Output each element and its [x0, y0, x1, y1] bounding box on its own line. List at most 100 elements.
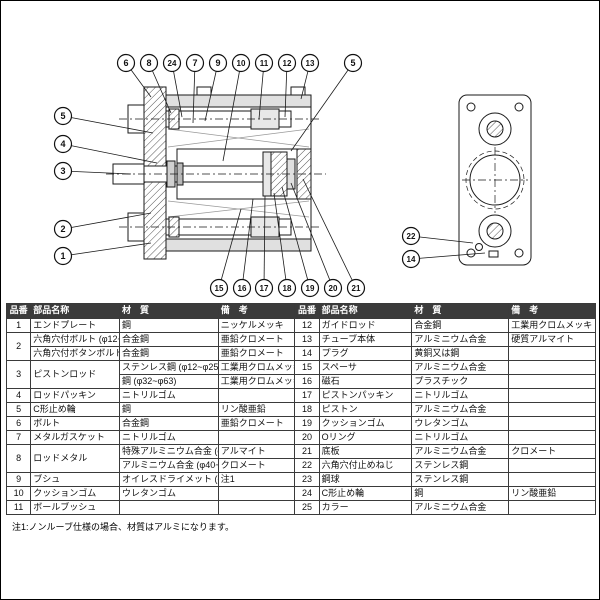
callout-balloon-24 — [162, 53, 182, 73]
callout-number: 1 — [60, 251, 65, 261]
parts-cell: 12 — [294, 318, 320, 333]
parts-cell: カラー — [318, 500, 413, 515]
parts-cell: ボルト — [30, 416, 120, 431]
parts-cell: アルマイト — [217, 444, 296, 459]
parts-cell: 亜鉛クロメート — [217, 332, 296, 347]
corner-hole — [514, 102, 524, 112]
parts-cell: ピストンロッド — [30, 360, 120, 389]
parts-cell: ロッドメタル — [30, 444, 120, 473]
parts-cell: ウレタンゴム — [118, 486, 219, 501]
guide-rod-hole-top — [478, 112, 512, 146]
corner-hole — [514, 248, 524, 258]
parts-cell: 鋼 — [411, 486, 510, 501]
parts-cell: 工業用クロムメッキ — [217, 374, 296, 389]
parts-cell: プラスチック — [411, 374, 510, 389]
parts-cell: 17 — [294, 388, 320, 403]
parts-cell — [508, 430, 596, 445]
callout-number: 10 — [237, 59, 246, 68]
callout-balloon-4 — [53, 134, 73, 154]
callout-balloon-5 — [53, 106, 73, 126]
callout-number: 13 — [306, 59, 315, 68]
callout-number: 5 — [60, 111, 65, 121]
parts-cell: ウレタンゴム — [411, 416, 510, 431]
parts-cell — [508, 360, 596, 375]
parts-cell: 18 — [294, 402, 320, 417]
parts-cell — [217, 388, 296, 403]
parts-cell: 15 — [294, 360, 320, 375]
parts-cell — [217, 430, 296, 445]
guide-rod-hole-bottom — [478, 214, 512, 248]
parts-cell: 4 — [5, 388, 32, 403]
callout-number: 6 — [123, 58, 128, 68]
parts-cell: チューブ本体 — [318, 332, 413, 347]
parts-cell: 鋼 — [118, 318, 219, 333]
parts-cell: 亜鉛クロメート — [217, 416, 296, 431]
parts-cell: 19 — [294, 416, 320, 431]
parts-cell: 黄銅又は鋼 — [411, 346, 510, 361]
plug-detail — [488, 250, 499, 258]
parts-cell: アルミニウム合金 (φ40~φ63) — [118, 458, 219, 473]
footnote: 注1:ノンルーブ仕様の場合、材質はアルミになります。 — [12, 522, 234, 532]
column-header: 材 質 — [118, 303, 219, 319]
tube-wall-top — [165, 94, 312, 108]
callout-number: 19 — [306, 284, 315, 293]
callout-number: 24 — [168, 59, 177, 68]
callout-number: 8 — [146, 58, 151, 68]
callout-number: 7 — [192, 58, 197, 68]
callout-number: 14 — [407, 255, 416, 264]
callout-balloon-8 — [139, 53, 159, 73]
tube-wall-bottom — [165, 238, 312, 252]
parts-cell: ガイドロッド — [318, 318, 413, 333]
callout-number: 16 — [238, 284, 247, 293]
parts-cell: ロッドパッキン — [30, 388, 120, 403]
parts-cell: 鋼 — [118, 402, 219, 417]
callout-leader-line — [62, 115, 154, 134]
parts-cell: 六角穴付ボタンボルト (φ20~φ63) — [30, 346, 120, 361]
callout-leader-line — [62, 170, 132, 175]
callout-number: 17 — [260, 284, 269, 293]
callout-leader-line — [273, 192, 288, 289]
parts-cell — [118, 500, 219, 515]
parts-cell: 硬質アルマイト — [508, 332, 596, 347]
parts-cell — [217, 500, 296, 515]
parts-cell: 22 — [294, 458, 320, 473]
callout-balloon-14 — [401, 249, 421, 269]
parts-cell: リン酸亜鉛 — [217, 402, 296, 417]
parts-cell: ニトリルゴム — [118, 388, 219, 403]
parts-cell: 鋼 (φ32~φ63) — [118, 374, 219, 389]
parts-cell: 5 — [5, 402, 32, 417]
parts-cell: 鋼球 — [318, 472, 413, 487]
parts-cell: ボールブッシュ — [30, 500, 120, 515]
callout-balloon-3 — [53, 161, 73, 181]
parts-cell: C形止め輪 — [30, 402, 120, 417]
callout-number: 3 — [60, 166, 65, 176]
callout-number: 21 — [352, 284, 361, 293]
corner-hole — [466, 102, 476, 112]
callout-balloon-13 — [300, 53, 320, 73]
column-header: 品番 — [5, 303, 32, 319]
callout-balloon-21 — [346, 278, 366, 298]
parts-cell: 合金鋼 — [411, 318, 510, 333]
parts-cell: 10 — [5, 486, 32, 501]
callout-number: 4 — [60, 139, 65, 149]
callout-leader-line — [410, 252, 486, 260]
callout-leader-line — [290, 62, 354, 152]
callout-leader-line — [218, 208, 242, 289]
parts-cell: 11 — [5, 500, 32, 515]
callout-number: 20 — [329, 284, 338, 293]
parts-cell: アルミニウム合金 — [411, 402, 510, 417]
column-header: 備 考 — [508, 303, 596, 319]
callout-number: 2 — [60, 224, 65, 234]
callout-number: 9 — [215, 58, 220, 68]
parts-cell: ピストン — [318, 402, 413, 417]
